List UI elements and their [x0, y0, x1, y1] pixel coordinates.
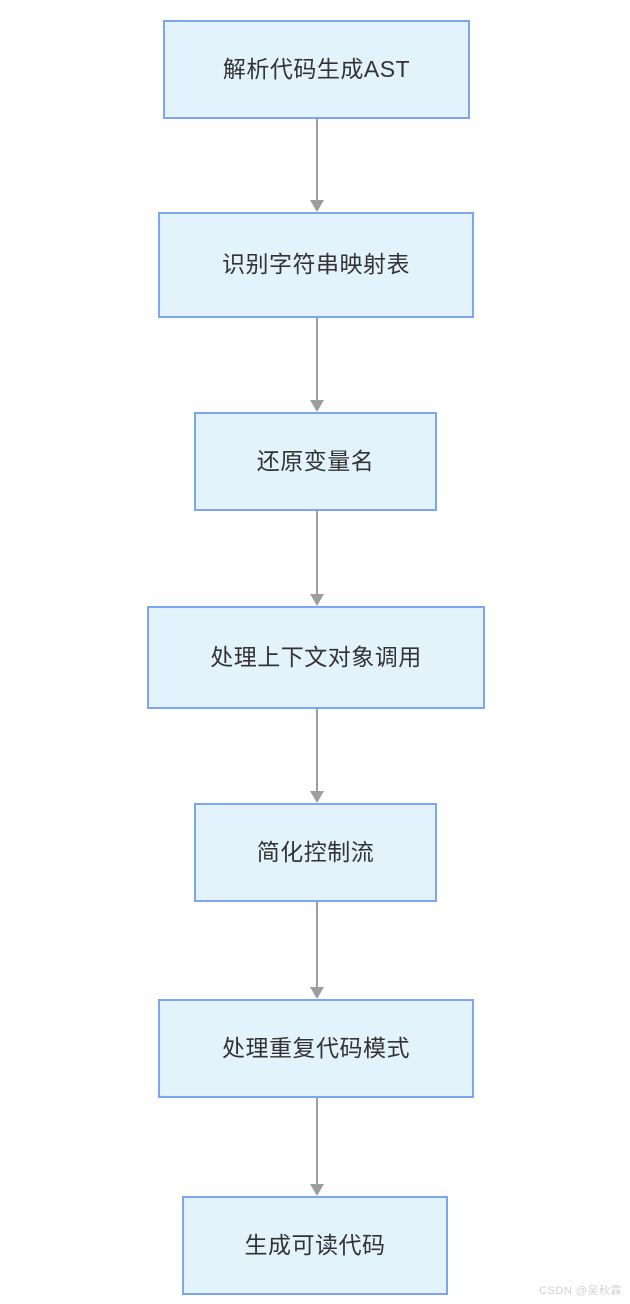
edge-line: [316, 119, 318, 201]
flow-node-label: 处理上下文对象调用: [210, 643, 422, 670]
flow-node-label: 还原变量名: [256, 447, 375, 474]
csdn-watermark: CSDN @吴秋霖: [539, 1285, 622, 1297]
edge-line: [316, 318, 318, 401]
flow-node-n4[interactable]: 处理上下文对象调用: [147, 606, 485, 709]
arrowhead-down-icon: [310, 400, 324, 412]
flow-node-label: 解析代码生成AST: [222, 55, 411, 82]
flow-node-n3[interactable]: 还原变量名: [194, 412, 437, 511]
flow-node-n6[interactable]: 处理重复代码模式: [158, 999, 474, 1098]
flow-node-label: 简化控制流: [256, 838, 375, 865]
arrowhead-down-icon: [310, 1184, 324, 1196]
flow-node-n2[interactable]: 识别字符串映射表: [158, 212, 474, 318]
arrowhead-down-icon: [310, 791, 324, 803]
arrowhead-down-icon: [310, 200, 324, 212]
flow-node-label: 处理重复代码模式: [222, 1034, 410, 1061]
flow-node-label: 生成可读代码: [244, 1231, 386, 1258]
flow-node-label: 识别字符串映射表: [222, 251, 410, 278]
edge-line: [316, 709, 318, 792]
arrowhead-down-icon: [310, 594, 324, 606]
edge-line: [316, 1098, 318, 1185]
flow-node-n5[interactable]: 简化控制流: [194, 803, 437, 902]
flow-node-n1[interactable]: 解析代码生成AST: [163, 20, 470, 119]
arrowhead-down-icon: [310, 987, 324, 999]
edge-line: [316, 902, 318, 988]
edge-line: [316, 511, 318, 595]
flow-node-n7[interactable]: 生成可读代码: [182, 1196, 448, 1295]
